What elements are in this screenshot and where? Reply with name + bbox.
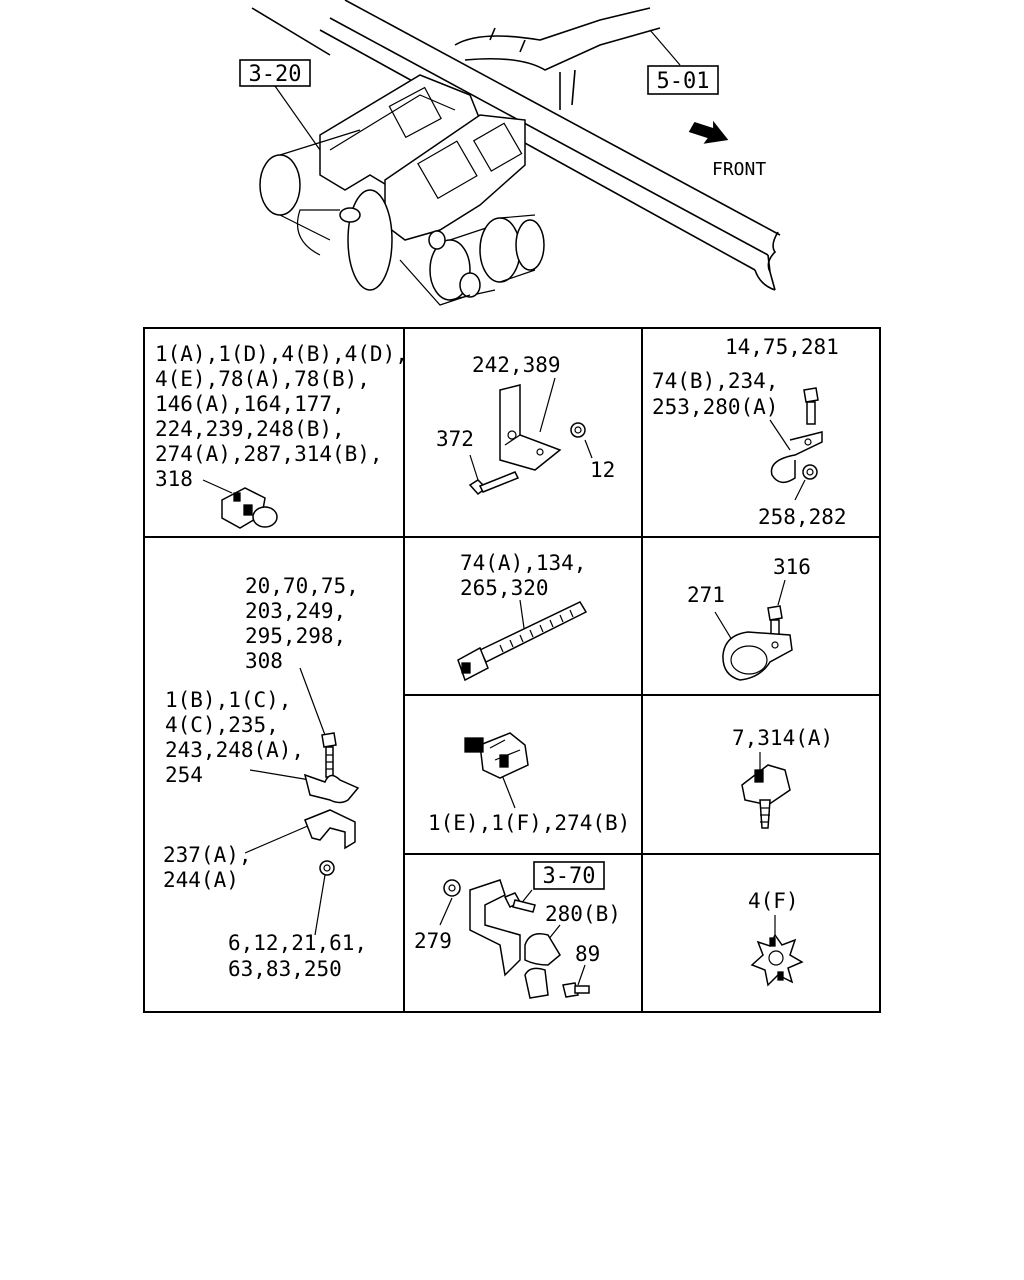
ref-3-20-leader	[274, 85, 321, 151]
cell1-line-5: 274(A),287,314(B),	[155, 442, 383, 466]
cell-cable-tie: 74(A),134, 265,320	[457, 551, 588, 682]
cell7-label: 1(E),1(F),274(B)	[428, 811, 630, 835]
cell4-top-2: 203,249,	[245, 599, 346, 623]
harness-clip-icon	[221, 487, 278, 529]
cell4-top-1: 20,70,75,	[245, 574, 359, 598]
clip-icon	[303, 773, 360, 804]
cell4-lower-1: 237(A),	[163, 843, 252, 867]
bolt-icon	[503, 892, 536, 913]
ref-5-01-leader	[649, 29, 681, 66]
cell4-mid-4: 254	[165, 763, 203, 787]
star-clip-icon	[750, 933, 804, 987]
nut-icon	[443, 879, 461, 897]
overview-illustration: 3-20 5-01 FRONT	[239, 0, 781, 306]
cell3-line-1: 14,75,281	[725, 335, 839, 359]
bracket-icon	[499, 384, 562, 471]
cell5-line-1: 74(A),134,	[460, 551, 586, 575]
ref-box-3-70: 3-70	[533, 861, 605, 890]
cell2-right-label: 12	[590, 458, 615, 482]
bracket-icon	[304, 809, 356, 850]
cell1-line-4: 224,239,248(B),	[155, 417, 345, 441]
cell-p-clamp: 316 271	[687, 555, 811, 681]
cell9-label-c: 89	[575, 942, 600, 966]
cell6-label-a: 316	[773, 555, 811, 579]
p-clamp-icon	[722, 631, 793, 681]
cell5-line-2: 265,320	[460, 576, 549, 600]
bolt-icon	[767, 605, 783, 639]
cell9-label-a: 279	[414, 929, 452, 953]
bracket-plates	[296, 74, 526, 256]
cell1-line-1: 1(A),1(D),4(B),4(D),	[155, 342, 408, 366]
ref-box-3-20: 3-20	[239, 59, 311, 87]
cell3-line-3: 253,280(A)	[652, 395, 778, 419]
cell4-top-4: 308	[245, 649, 283, 673]
cell9-label-b: 280(B)	[545, 902, 621, 926]
push-clip-icon	[741, 764, 791, 829]
bolt-icon	[803, 387, 819, 425]
front-arrow-icon	[688, 120, 729, 144]
cell4-mid-3: 243,248(A),	[165, 738, 304, 762]
cell-clamp: 14,75,281 74(B),234, 253,280(A) 258,282	[652, 335, 847, 529]
ref-3-20-text: 3-20	[249, 62, 302, 87]
cell-bracket: 242,389 372 12	[436, 353, 615, 496]
bolt-icon	[562, 982, 590, 998]
frame-rail	[319, 0, 781, 291]
cell2-left-label: 372	[436, 427, 474, 451]
cell6-label-b: 271	[687, 583, 725, 607]
ref-5-01-text: 5-01	[657, 69, 710, 94]
cell1-line-2: 4(E),78(A),78(B),	[155, 367, 370, 391]
cell3-line-2: 74(B),234,	[652, 369, 778, 393]
nut-icon	[802, 464, 818, 480]
bolt-icon	[321, 732, 337, 778]
cell3-bottom-label: 258,282	[758, 505, 847, 529]
nut-icon	[570, 422, 586, 438]
cell-clip-multi: 1(A),1(D),4(B),4(D), 4(E),78(A),78(B), 1…	[155, 342, 408, 529]
cell4-bottom-1: 6,12,21,61,	[228, 931, 367, 955]
cell-star-clip: 4(F)	[748, 889, 804, 987]
cell-harness-clip: 1(E),1(F),274(B)	[428, 732, 630, 835]
bracket-icon	[469, 879, 521, 977]
cell2-top-label: 242,389	[472, 353, 561, 377]
cell4-bottom-2: 63,83,250	[228, 957, 342, 981]
cell4-mid-1: 1(B),1(C),	[165, 688, 291, 712]
cell4-lower-2: 244(A)	[163, 868, 239, 892]
cell-clip-bracket-stack: 20,70,75, 203,249, 295,298, 308 1(B),1(C…	[163, 574, 367, 981]
cable-tie-icon	[457, 601, 588, 682]
cell1-line-3: 146(A),164,177,	[155, 392, 345, 416]
cell1-line-6: 318	[155, 467, 193, 491]
cell8-label: 7,314(A)	[732, 726, 833, 750]
clip-icon	[524, 933, 561, 999]
cell10-label: 4(F)	[748, 889, 799, 913]
cell4-mid-2: 4(C),235,	[165, 713, 279, 737]
nut-icon	[319, 860, 335, 876]
front-label: FRONT	[712, 159, 766, 180]
air-tanks	[259, 129, 545, 306]
bolt-icon	[468, 471, 520, 496]
cell-push-clip: 7,314(A)	[732, 726, 833, 829]
ref-box-5-01: 5-01	[647, 65, 719, 95]
cell-bracket-ref: 3-70 279 280(B) 89	[414, 861, 621, 999]
parts-grid	[143, 327, 881, 1013]
harness-clip-icon	[464, 732, 529, 779]
cross-member	[251, 7, 661, 110]
cell4-top-3: 295,298,	[245, 624, 346, 648]
clamp-icon	[770, 431, 823, 484]
ref-3-70-text: 3-70	[543, 864, 596, 889]
